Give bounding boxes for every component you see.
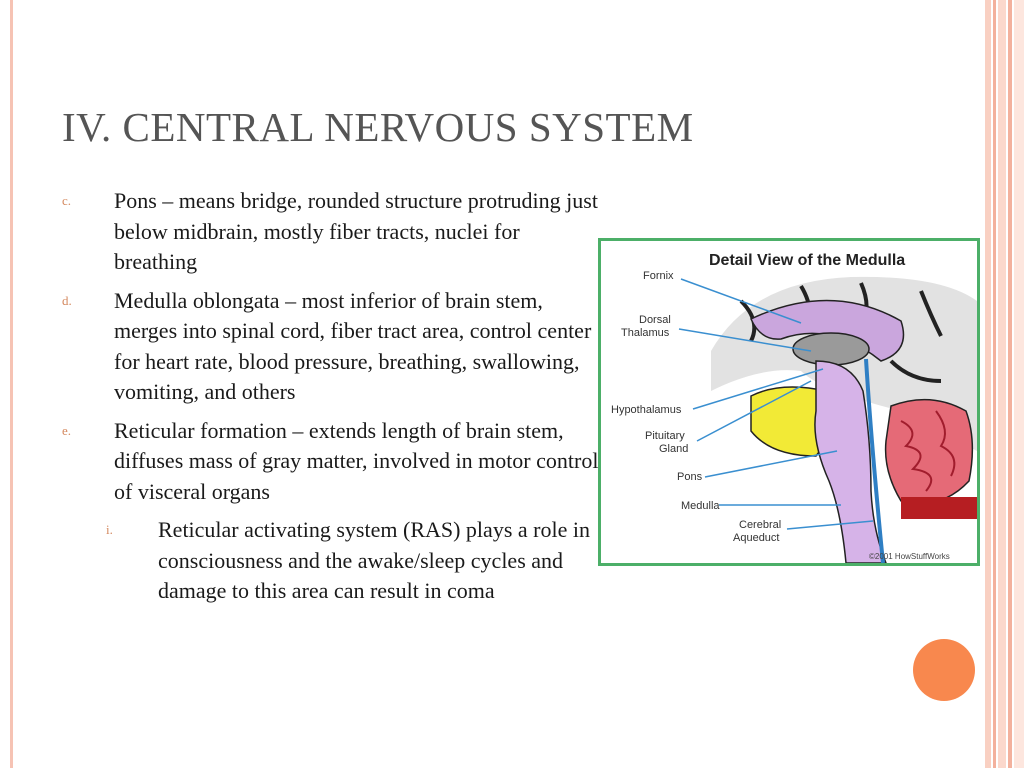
label-thalamus: Thalamus <box>621 327 670 339</box>
figure-heading: Detail View of the Medulla <box>709 252 905 269</box>
brainstem-shape <box>814 360 887 563</box>
medulla-diagram: Detail View of the Medulla Fornix Dorsal… <box>598 238 980 566</box>
bullet-item-pons: c. Pons – means bridge, rounded structur… <box>62 186 602 278</box>
leader-lines <box>678 278 874 530</box>
right-stripe <box>1008 0 1012 768</box>
bullet-marker: e. <box>62 422 72 438</box>
sub-bullet-marker: i. <box>106 522 113 537</box>
bullet-marker: c. <box>62 193 72 208</box>
thalamus-shape <box>792 332 870 366</box>
aqueduct-shape <box>864 358 885 563</box>
label-aqueduct: Aqueduct <box>733 532 779 544</box>
bullet-item-medulla: d. Medulla oblongata – most inferior of … <box>62 286 602 408</box>
bullet-text: Reticular formation – extends length of … <box>114 417 599 504</box>
slide-title: IV. CENTRAL NERVOUS SYSTEM <box>62 104 694 150</box>
label-hypothalamus: Hypothalamus <box>611 404 682 416</box>
sub-bullet-text: Reticular activating system (RAS) plays … <box>158 517 590 603</box>
bullet-list: c. Pons – means bridge, rounded structur… <box>62 186 602 615</box>
right-stripe <box>993 0 996 768</box>
left-frame-border <box>10 0 13 768</box>
decorative-circle <box>913 639 975 701</box>
label-dorsal: Dorsal <box>639 314 671 326</box>
cerebellum-base <box>901 497 977 519</box>
label-pons: Pons <box>677 471 703 483</box>
label-gland: Gland <box>659 443 688 455</box>
medulla-illustration: Detail View of the Medulla Fornix Dorsal… <box>611 252 977 563</box>
bullet-marker: d. <box>62 292 72 308</box>
label-cerebral: Cerebral <box>739 519 781 531</box>
bullet-text: Pons – means bridge, rounded structure p… <box>114 188 598 274</box>
bullet-text: Medulla oblongata – most inferior of bra… <box>114 287 592 405</box>
cerebellum-folds <box>900 410 956 492</box>
right-stripe <box>1014 0 1024 768</box>
figure-copyright: ©2001 HowStuffWorks <box>869 552 950 561</box>
sub-bullet-item-ras: i. Reticular activating system (RAS) pla… <box>106 515 602 607</box>
label-fornix: Fornix <box>643 270 674 282</box>
right-stripe <box>985 0 991 768</box>
label-pituitary: Pituitary <box>645 430 685 442</box>
label-medulla: Medulla <box>681 500 720 512</box>
right-stripe <box>998 0 1006 768</box>
bullet-item-reticular: e. Reticular formation – extends length … <box>62 416 602 508</box>
